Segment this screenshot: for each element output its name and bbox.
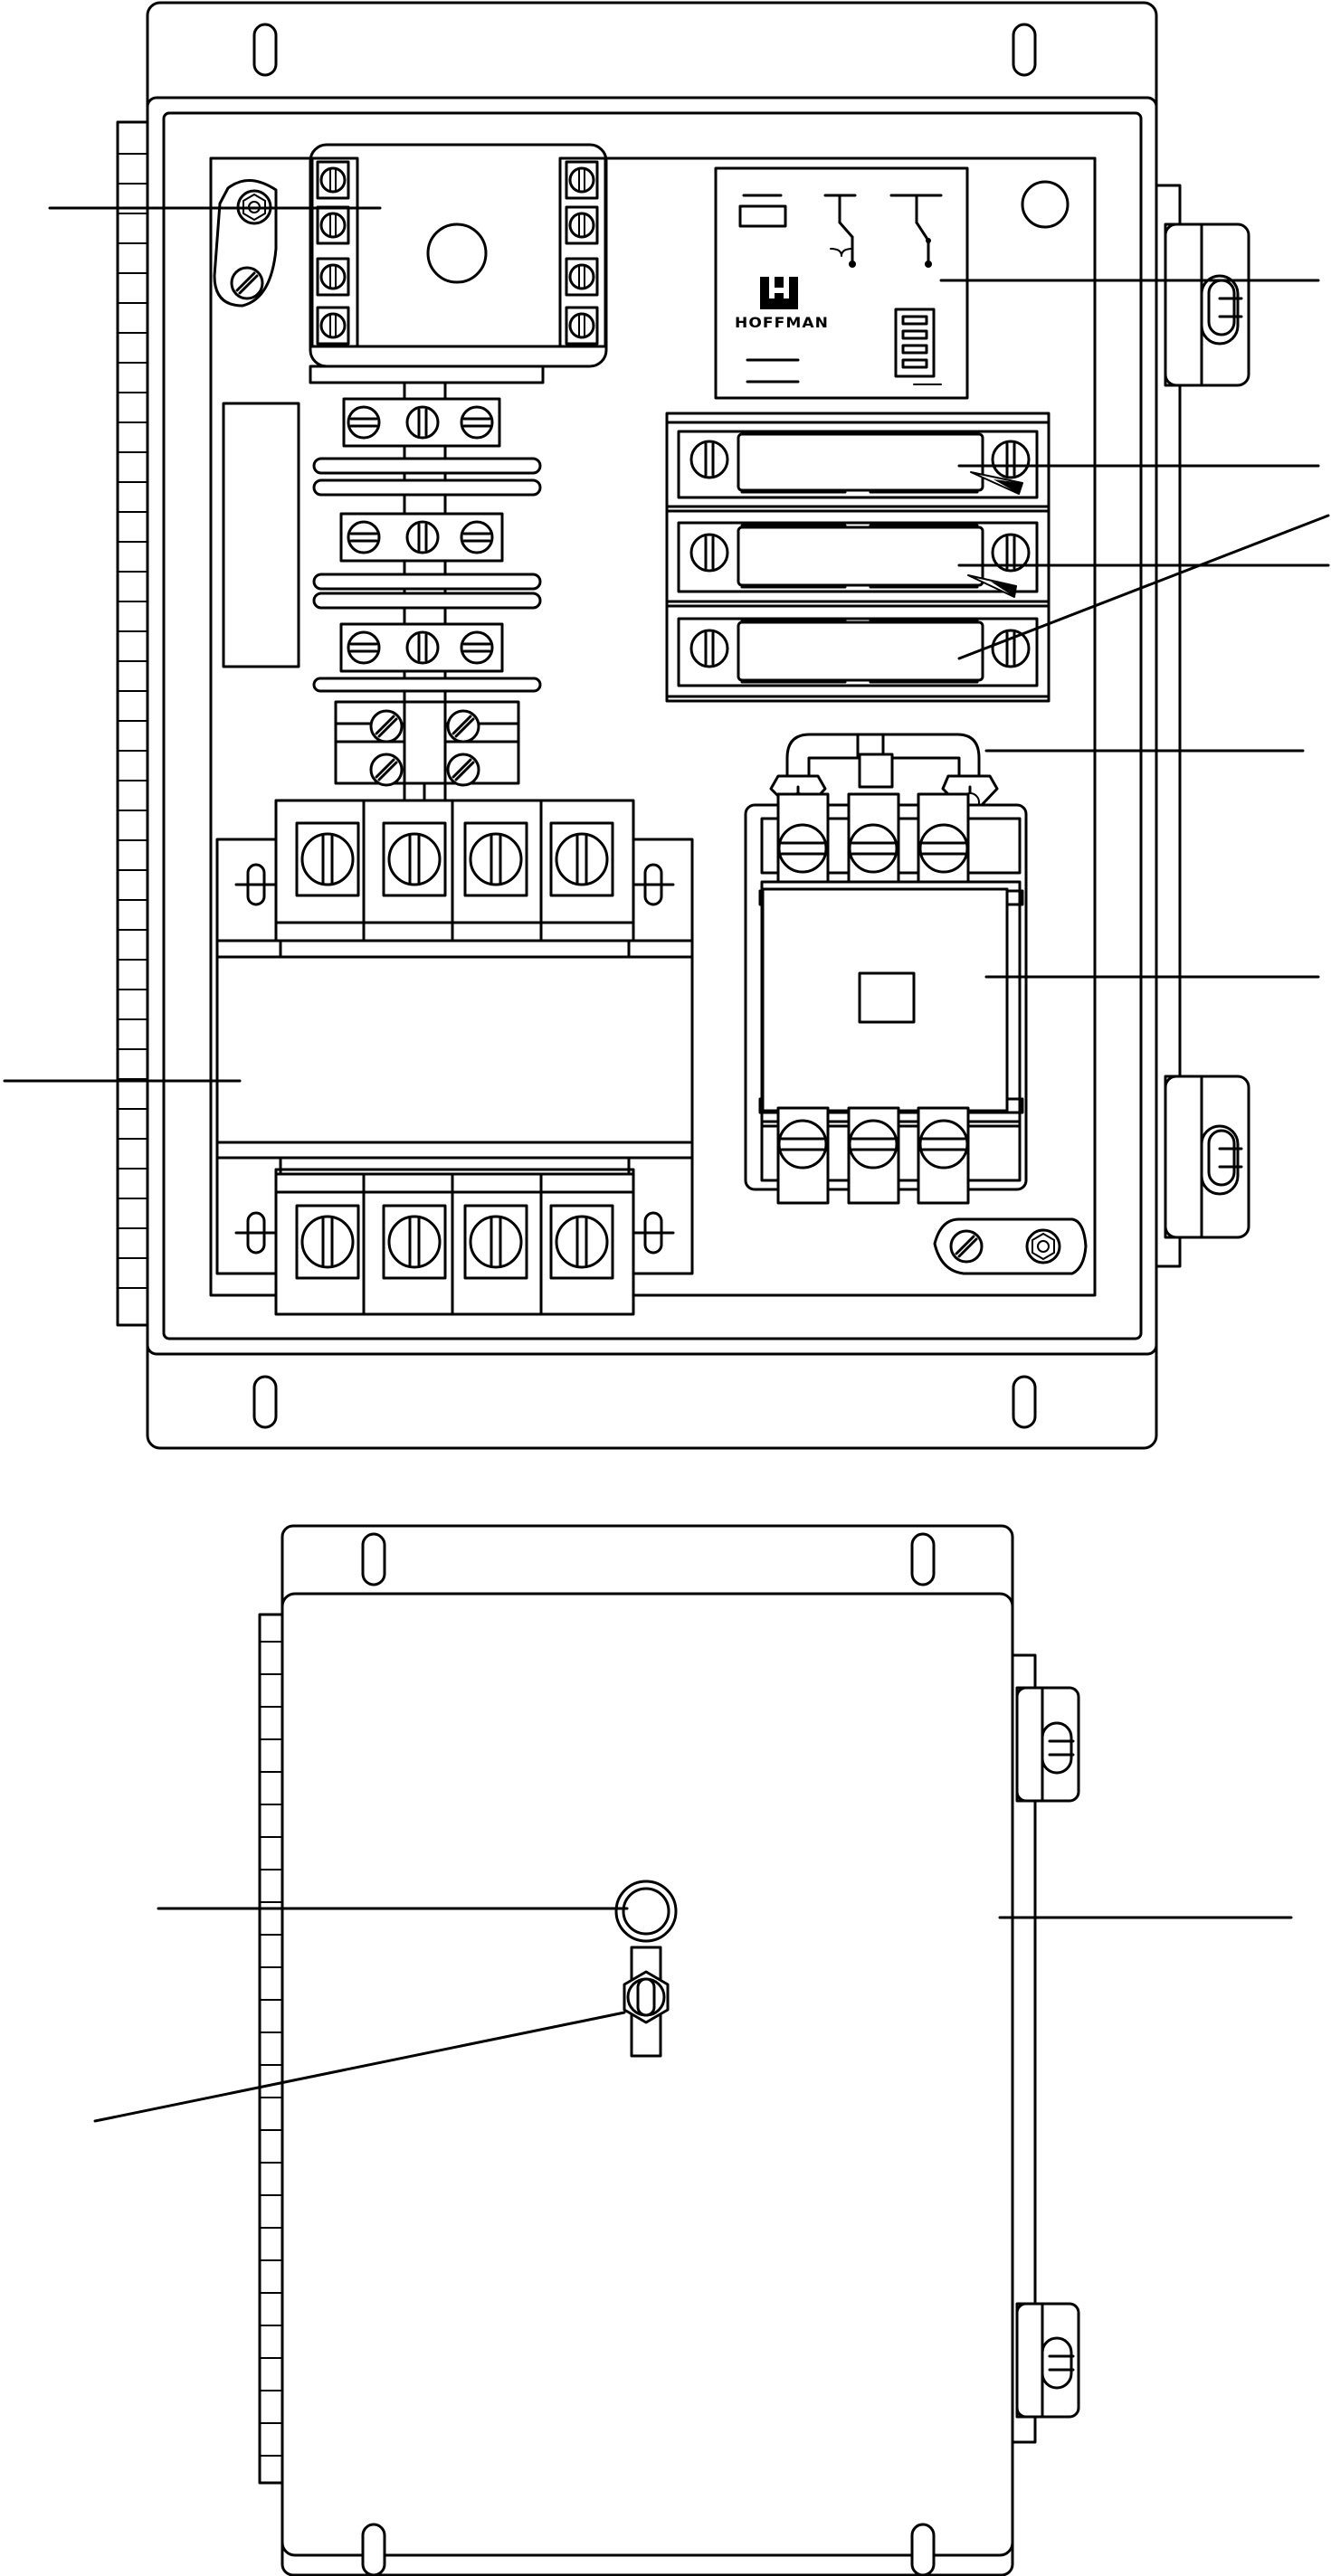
terminal-row [342, 397, 501, 448]
brand-logo [760, 277, 798, 309]
fuse-holder [665, 421, 1051, 508]
interior-hinge-segments [117, 153, 148, 1289]
exterior-door-view [93, 1524, 1293, 2576]
terminal-row [339, 622, 504, 673]
mounting-slot [361, 1532, 386, 1586]
relay-adjust-knob[interactable] [426, 223, 488, 284]
enclosure-inner-wall [162, 111, 1143, 1340]
relay-module [309, 143, 1097, 368]
ground-lug-upper [213, 179, 278, 308]
relay-dip-pins [894, 308, 936, 378]
leader-lines-exterior [93, 1907, 1293, 2123]
door-latch-upper[interactable] [1015, 1686, 1080, 1803]
pilot-light [614, 1880, 678, 1943]
fuse-holder [665, 509, 1051, 603]
left-hinge-strip [116, 120, 149, 1327]
contactor-indicator [858, 971, 916, 1024]
ground-lug-lower [933, 1217, 1088, 1275]
mounting-slot [252, 23, 278, 77]
mounting-slot [1012, 23, 1037, 77]
control-relay-nameplate: HOFFMAN [714, 166, 969, 400]
terminal-row-small [334, 700, 520, 787]
brand-label: HOFFMAN [735, 314, 829, 331]
mounting-slot [910, 2523, 936, 2576]
back-panel-mounting-hole [1021, 180, 1070, 229]
mounting-slot [1012, 1375, 1037, 1429]
door-panel[interactable] [280, 1592, 1014, 2557]
mounting-slot [361, 2523, 386, 2576]
fuse-holder-stack [665, 412, 1051, 703]
door-hinge-segments [259, 1641, 283, 2457]
leader-lines-interior [3, 206, 1330, 1083]
mounting-slot [252, 1375, 278, 1429]
door-hinge-strip [258, 1613, 284, 2485]
contactor [744, 792, 1028, 1205]
mounting-slot [910, 1532, 936, 1586]
interior-view: HOFFMAN [3, 1, 1330, 1450]
latch-lower [1164, 1075, 1250, 1239]
door-latch-lower[interactable] [1015, 2302, 1080, 2419]
label-plate [222, 402, 300, 668]
transformer [215, 799, 694, 1316]
toggle-switch[interactable] [623, 1946, 670, 2058]
fuse-holder [665, 604, 1051, 698]
latch-upper [1164, 223, 1250, 387]
terminal-row [339, 512, 504, 563]
